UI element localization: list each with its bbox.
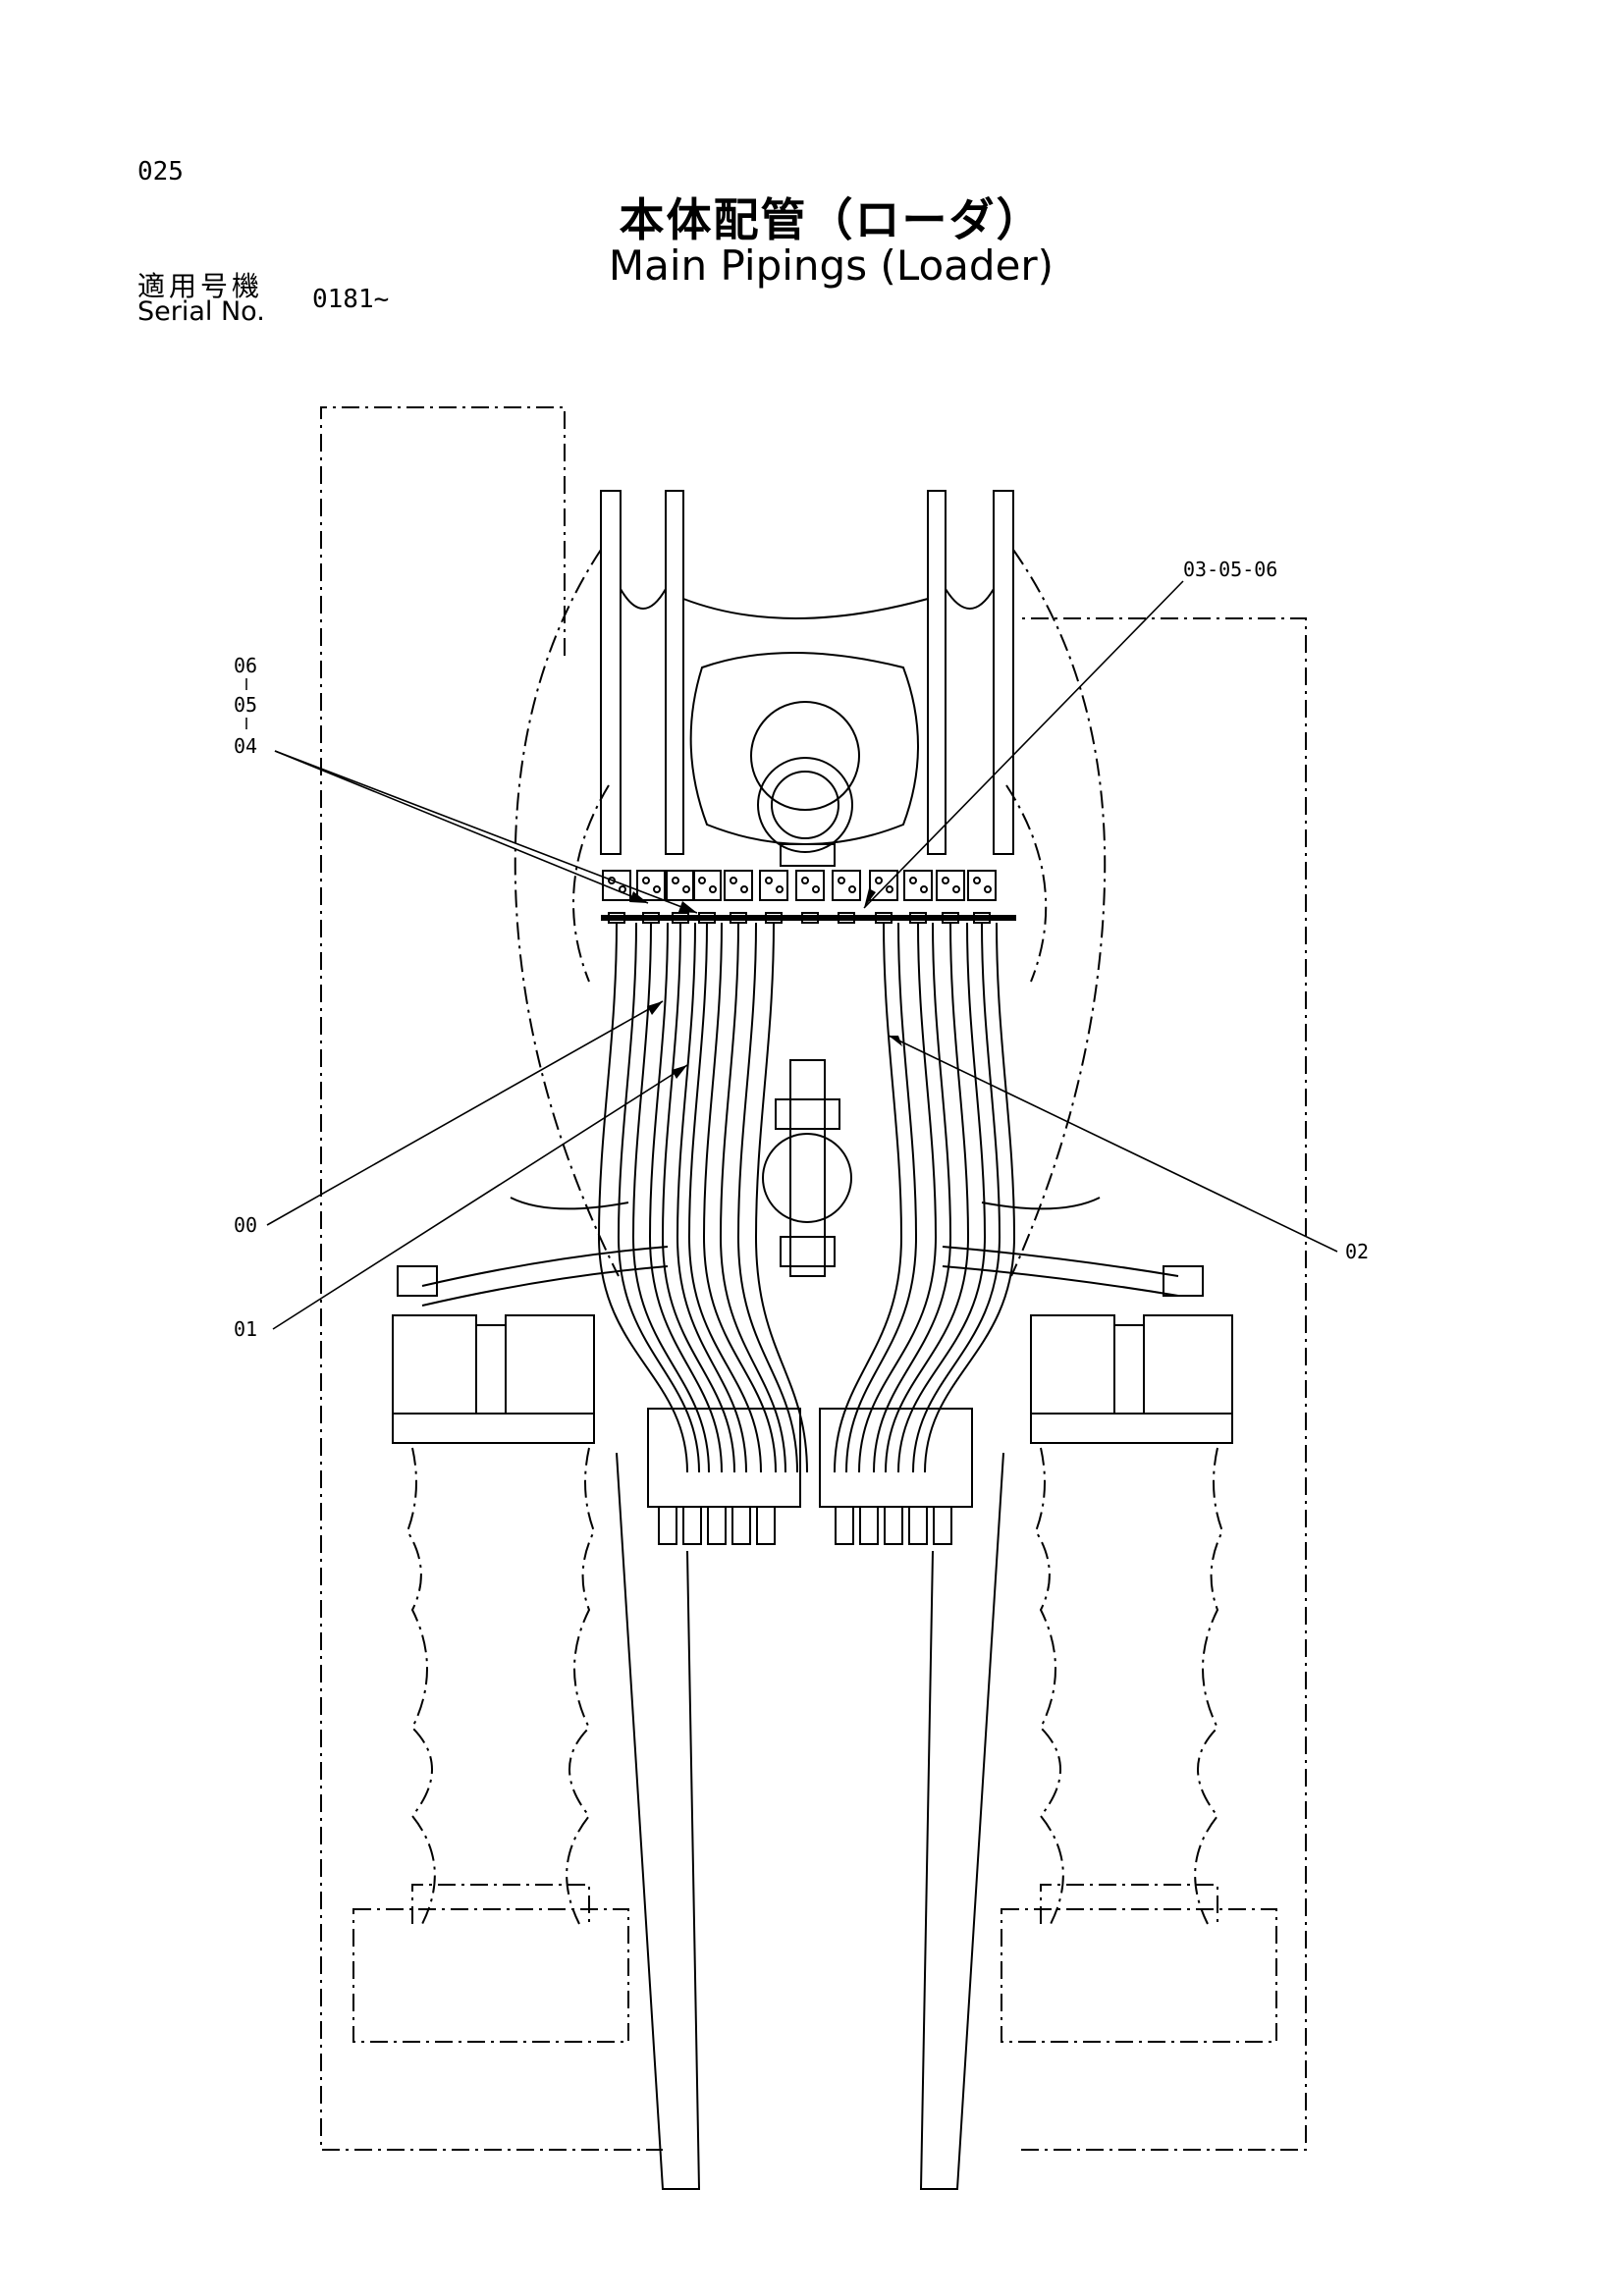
serial-value: 0181~ [312, 285, 390, 314]
flange-clamp [838, 912, 855, 924]
flange-block [869, 870, 898, 901]
hose-line [719, 922, 786, 1473]
left-travel-unit [352, 1265, 629, 2043]
flange-clamp [801, 912, 819, 924]
flange-bolt [886, 885, 893, 893]
valve-spool-cap [658, 1506, 677, 1545]
flange-block [903, 870, 933, 901]
valve-spool-cap [731, 1506, 751, 1545]
hose-line [702, 922, 777, 1473]
hose-line [617, 922, 700, 1473]
flange-block [967, 870, 997, 901]
valve-spool-cap [835, 1506, 854, 1545]
hose-line [648, 922, 723, 1473]
flange-bolt [698, 877, 706, 884]
flange-block [692, 870, 722, 901]
flange-bolt [942, 877, 949, 884]
hose-line [912, 922, 1001, 1473]
callout-05: 05 [234, 693, 257, 717]
hose-line [834, 922, 903, 1473]
title-japanese: 本体配管（ローダ） [619, 193, 1044, 246]
valve-spool-cap [682, 1506, 702, 1545]
right-travel-unit [1001, 1265, 1277, 2043]
callout-01: 01 [234, 1317, 257, 1341]
title-english: Main Pipings (Loader) [608, 241, 1055, 290]
valve-banks [647, 1408, 973, 1545]
flange-bolt [909, 877, 917, 884]
flange-bolt [709, 885, 717, 893]
hose-line [597, 922, 688, 1473]
serial-label-japanese: 適用号機 [137, 270, 264, 302]
hose-line [736, 922, 798, 1473]
machine-frame-outline [320, 406, 1307, 2151]
flange-bolt [973, 877, 981, 884]
hose-bundle [597, 922, 1016, 1473]
hose-line [661, 922, 735, 1473]
flange-block [936, 870, 965, 901]
valve-spool-cap [707, 1506, 727, 1545]
hose-line [897, 922, 987, 1473]
flange-bolt [740, 885, 748, 893]
flange-bolt [984, 885, 992, 893]
callout-03-05-06: 03-05-06 [1183, 558, 1277, 581]
hose-line [754, 922, 808, 1473]
flange-bolt [653, 885, 661, 893]
leader-arrowheads [629, 888, 902, 1079]
flange-bolt [682, 885, 690, 893]
body-phantom-curves [514, 549, 1107, 1277]
valve-spool-cap [884, 1506, 903, 1545]
flange-bolt [848, 885, 856, 893]
boom-bracket [600, 490, 1014, 867]
flange-block [636, 870, 666, 901]
flange-bolt [920, 885, 928, 893]
lower-frame [616, 1452, 1004, 2190]
flange-block [724, 870, 753, 901]
valve-spool-cap [756, 1506, 776, 1545]
leader-lines [266, 580, 1338, 1330]
hose-line [687, 922, 762, 1473]
hose-line [631, 922, 710, 1473]
page-number: 025 [137, 157, 184, 187]
hose-line [845, 922, 918, 1473]
flange-block [759, 870, 788, 901]
center-valve [762, 1059, 852, 1277]
valve-spool-cap [908, 1506, 928, 1545]
callout-labels: 06 05 04 03-05-06 00 01 02 [234, 558, 1369, 1341]
flange-bolt [672, 877, 679, 884]
cross-tubes [421, 1197, 1179, 1307]
hose-line [873, 922, 952, 1473]
hose-line [858, 922, 938, 1473]
flange-bolt [642, 877, 650, 884]
valve-spool-cap [933, 1506, 952, 1545]
flange-bolt [765, 877, 773, 884]
callout-02: 02 [1345, 1240, 1369, 1263]
flange-bolt [875, 877, 883, 884]
flange-bolt [812, 885, 820, 893]
serial-label-english: Serial No. [137, 296, 265, 327]
callout-06: 06 [234, 654, 257, 677]
callout-04: 04 [234, 734, 257, 758]
flange-block [832, 870, 861, 901]
valve-spool-cap [859, 1506, 879, 1545]
flange-bolt [730, 877, 737, 884]
flange-bolt [776, 885, 784, 893]
flange-row [601, 870, 1016, 924]
hose-line [924, 922, 1016, 1473]
callout-00: 00 [234, 1213, 257, 1237]
hose-line [885, 922, 970, 1473]
flange-bolt [838, 877, 845, 884]
flange-block [795, 870, 825, 901]
flange-bolt [801, 877, 809, 884]
flange-block [666, 870, 695, 901]
flange-bolt [952, 885, 960, 893]
hose-line [676, 922, 747, 1473]
